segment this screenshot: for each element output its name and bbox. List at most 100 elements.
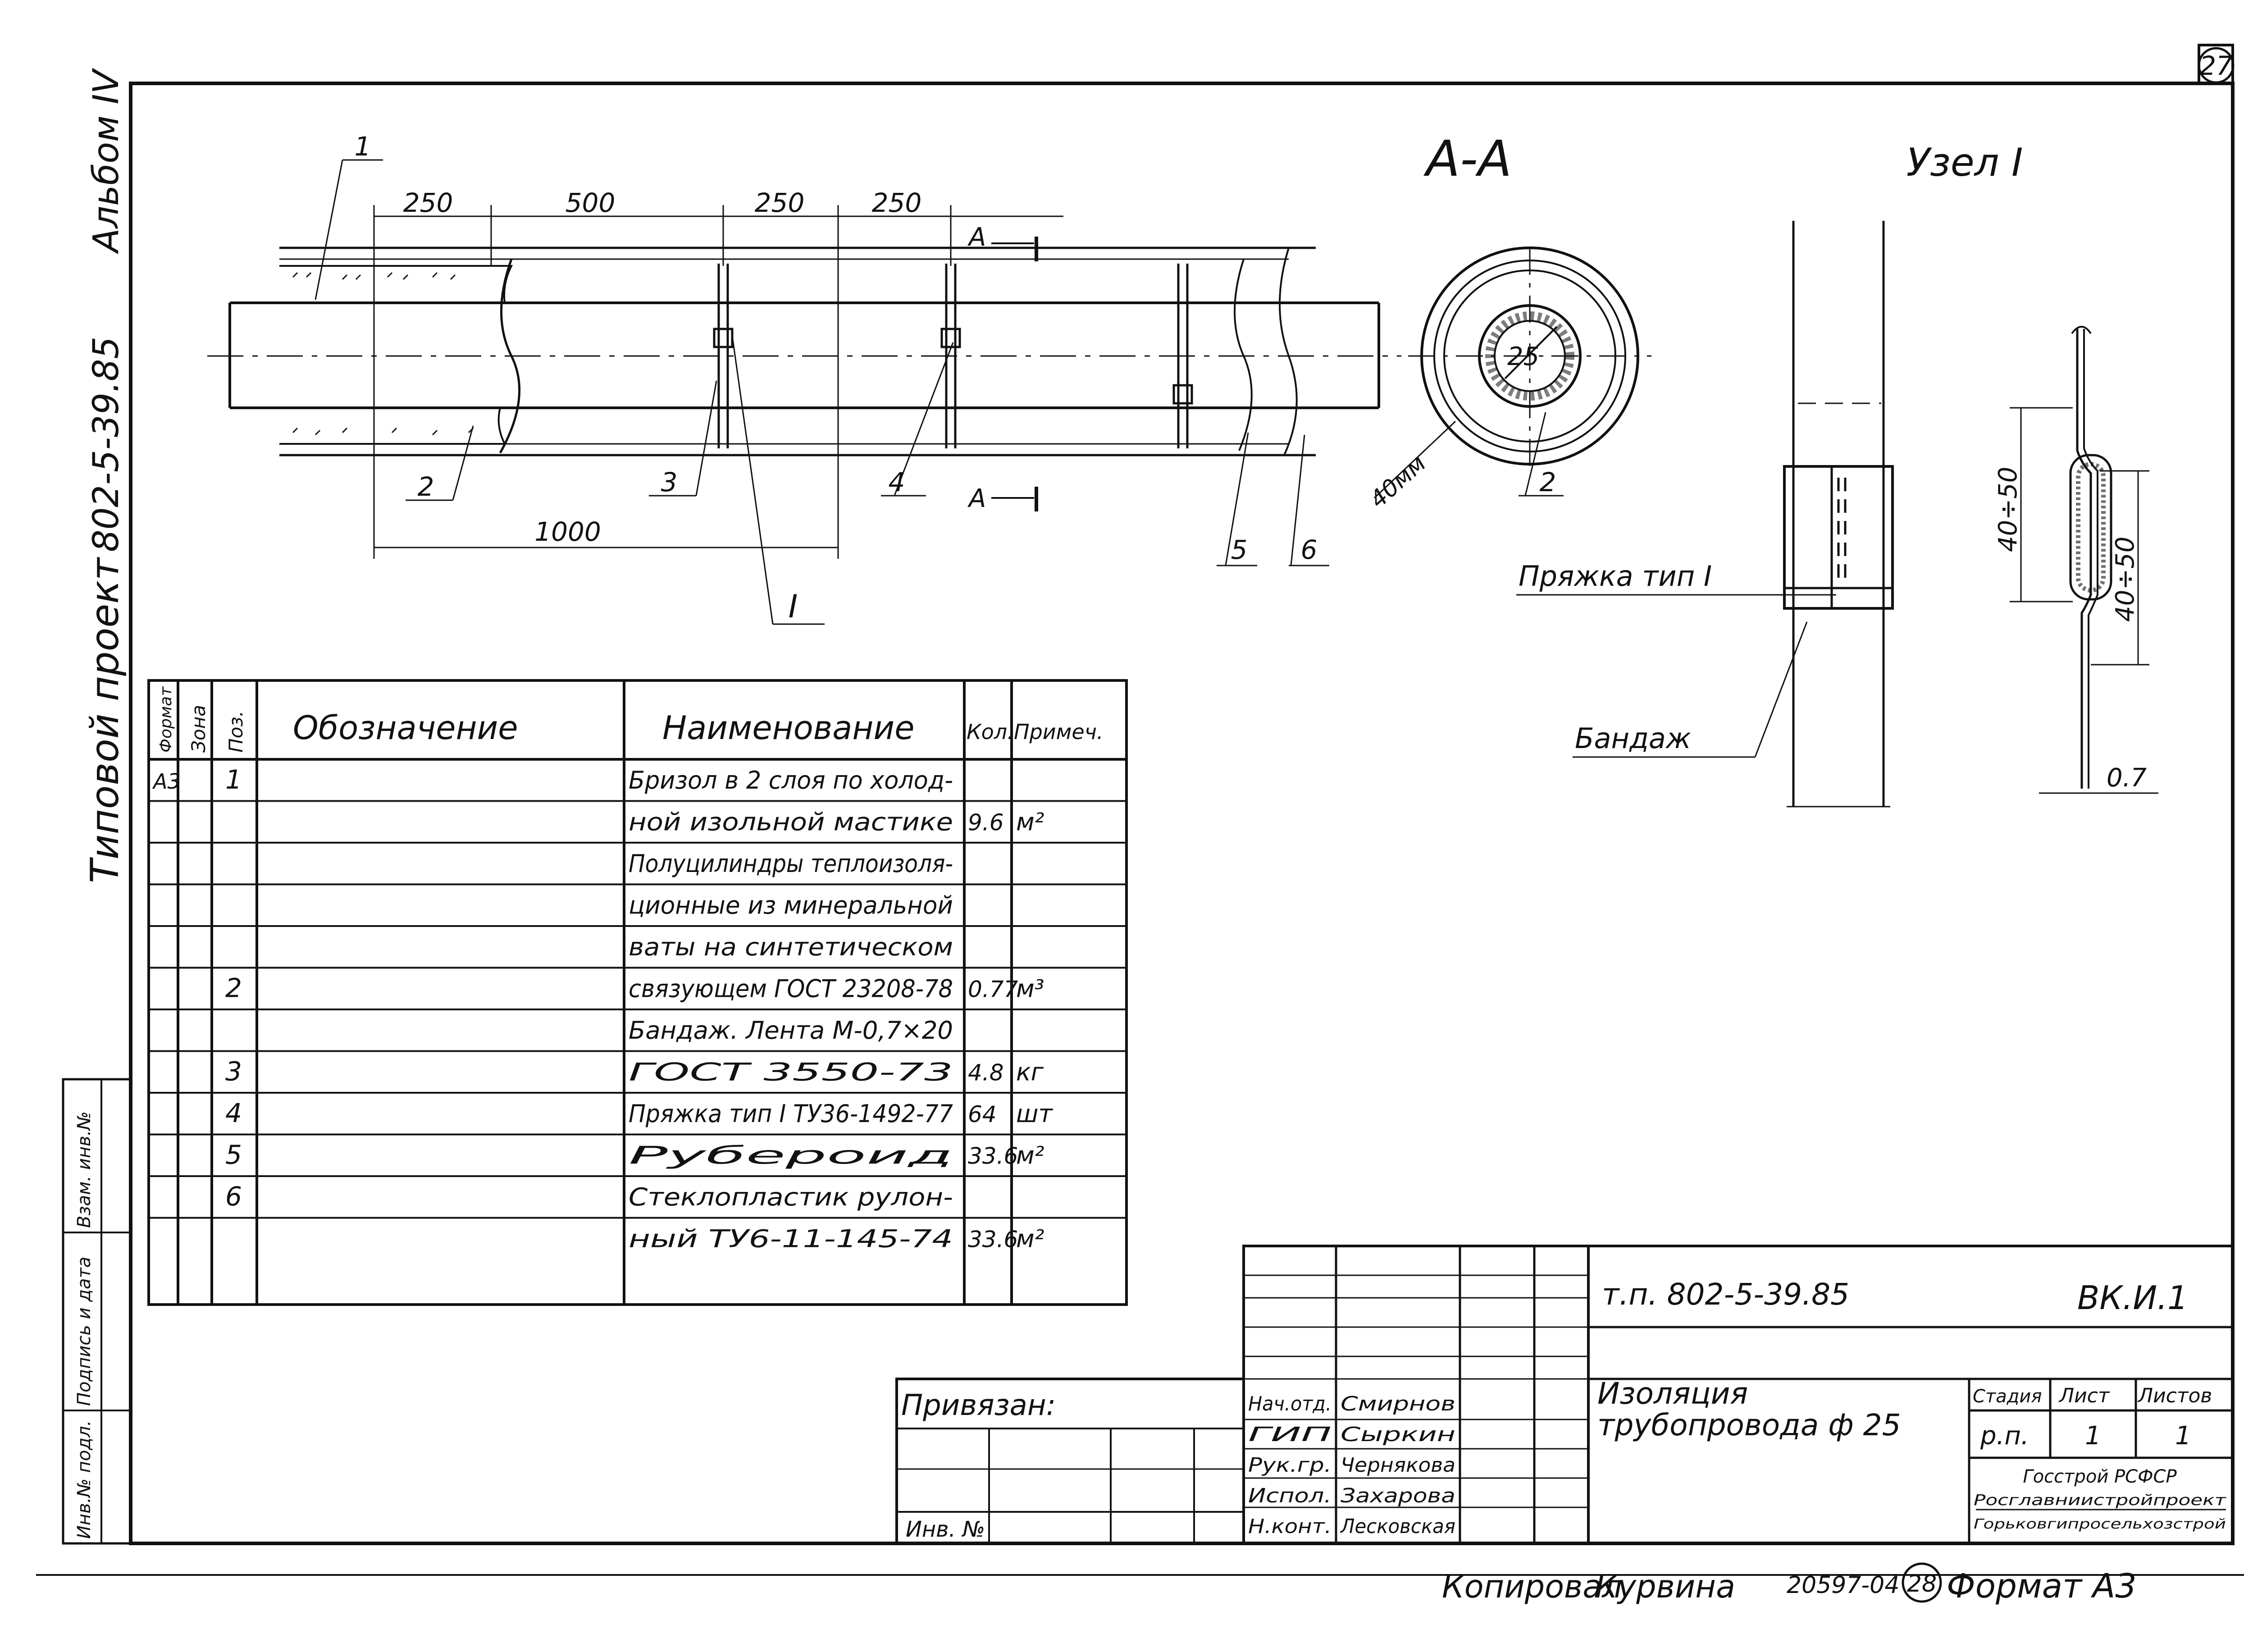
- spec-cell-name: связующем ГОСТ 23208-78: [629, 974, 953, 1003]
- dim-top-2: 500: [566, 187, 616, 218]
- project-type: Типовой проект: [82, 557, 128, 883]
- spec-cell-name: ГОСТ 3550-73: [629, 1058, 953, 1086]
- node-callout: I: [731, 335, 825, 625]
- band-label: Бандаж: [1575, 722, 1691, 755]
- footer-format: Формат А3: [1947, 1567, 2136, 1606]
- footer-circle-number: 28: [1907, 1570, 1937, 1597]
- pos-1: 1: [355, 131, 371, 162]
- spec-cell-name: ваты на синтетическом: [629, 933, 953, 961]
- spec-head-qty: Кол.: [967, 720, 1014, 744]
- side-stamp-replace: Взам. инв.№: [74, 1111, 95, 1228]
- section-aa-thickness: 40мм: [1365, 450, 1432, 513]
- node-title: Узел I: [1906, 140, 2023, 185]
- spec-cell-fmt: А3: [152, 769, 181, 794]
- pipe-elevation: 250 500 250 250 1000 А А 1 2: [207, 131, 1401, 625]
- title-block-row-lines: [1244, 1274, 1588, 1544]
- section-mark-bottom-text: А: [967, 484, 986, 513]
- dim-top-1: 250: [403, 187, 453, 218]
- spec-row: ной изольной мастике 9.6 м²: [629, 808, 1044, 836]
- dimension-bottom: 1000: [374, 516, 838, 548]
- pos-4: 4: [889, 467, 905, 497]
- position-leaders: 1 2 3 4 5 6: [315, 131, 1329, 566]
- spec-cell-pos: 5: [225, 1139, 242, 1170]
- footer-copier: Курвина: [1595, 1568, 1735, 1605]
- node-dim-a: 40÷50: [1993, 467, 2023, 552]
- footer-copied: Копировал: [1442, 1568, 1622, 1605]
- spec-row-lines: [149, 800, 1126, 1219]
- node-thickness: 0.7: [2107, 763, 2147, 793]
- spec-cell-pos: 1: [225, 764, 242, 795]
- node-dim-b: 40÷50: [2111, 537, 2140, 622]
- stage-head: Стадия: [1973, 1386, 2042, 1407]
- spec-cell-note: м²: [1016, 808, 1044, 836]
- person-role: Н.конт.: [1248, 1515, 1332, 1538]
- dim-top-4: 250: [872, 187, 922, 218]
- spec-cell-qty: 33.6: [968, 1226, 1018, 1252]
- spec-cell-note: м²: [1016, 1141, 1044, 1169]
- sheets-value: 1: [2175, 1421, 2191, 1451]
- node-callout-text: I: [789, 588, 798, 625]
- dim-bottom: 1000: [534, 516, 601, 547]
- project-code: 802-5-39.85: [86, 337, 127, 552]
- spec-cell-note: кг: [1016, 1058, 1044, 1086]
- title-line-2: трубопровода ф 25: [1597, 1408, 1901, 1442]
- section-mark-top-text: А: [967, 223, 986, 252]
- album-label: Альбом IV: [86, 68, 127, 255]
- spec-cell-name: Пряжка тип I ТУ36-1492-77: [629, 1100, 953, 1128]
- title-code: т.п. 802-5-39.85: [1602, 1277, 1849, 1312]
- spec-head-zone: Зона: [187, 705, 210, 753]
- spec-row: 4 Пряжка тип I ТУ36-1492-77 64 шт: [225, 1098, 1053, 1128]
- sheet-head: Лист: [2058, 1384, 2110, 1407]
- sheets-head: Листов: [2137, 1384, 2212, 1407]
- section-mark-bottom: А: [967, 484, 1038, 513]
- spec-cell-note: м³: [1016, 974, 1044, 1003]
- spec-cell-note: м²: [1016, 1224, 1044, 1253]
- section-mark-top: А: [967, 223, 1038, 261]
- stage-value: р.п.: [1980, 1421, 2029, 1451]
- person-name: Захарова: [1341, 1484, 1455, 1507]
- person-role: Нач.отд.: [1248, 1392, 1332, 1415]
- pos-5: 5: [1231, 534, 1248, 565]
- side-stamp-sign: Подпись и дата: [74, 1257, 95, 1406]
- dim-top-3: 250: [755, 187, 805, 218]
- spec-cell-name: ной изольной мастике: [629, 808, 953, 836]
- person-name: Чернякова: [1341, 1454, 1455, 1477]
- buckle-label: Пряжка тип I: [1519, 560, 1712, 593]
- pos-3: 3: [661, 467, 678, 497]
- spec-cell-name: Стеклопластик рулон-: [629, 1183, 953, 1211]
- spec-row: 6 Стеклопластик рулон-: [225, 1181, 953, 1212]
- section-aa: А-А 25 40мм 2: [1365, 130, 1651, 514]
- side-stamp-inv: Инв.№ подл.: [74, 1420, 95, 1539]
- node-i: Узел I Пряжка тип I Бандаж 40÷50 40÷50: [1516, 140, 2158, 808]
- spec-cell-pos: 2: [225, 972, 242, 1003]
- sheet-number: 27: [2198, 44, 2235, 85]
- footer-doc-number: 20597-04: [1787, 1572, 1899, 1599]
- org-1: Госстрой РСФСР: [2023, 1466, 2177, 1487]
- spec-cell-qty: 0.77: [968, 976, 1018, 1002]
- spec-head-note: Примеч.: [1014, 720, 1104, 744]
- person-name: Смирнов: [1341, 1392, 1455, 1415]
- person-role: Испол.: [1248, 1484, 1332, 1507]
- sheet-value: 1: [2085, 1421, 2101, 1451]
- spec-cell-qty: 64: [968, 1101, 997, 1127]
- title-line-1: Изоляция: [1597, 1376, 1748, 1411]
- left-margin-inscriptions: Альбом IV 802-5-39.85 Типовой проект: [82, 68, 128, 883]
- spec-cell-pos: 3: [225, 1056, 242, 1086]
- spec-head-designation: Обозначение: [293, 709, 518, 747]
- spec-head-format: Формат: [157, 686, 175, 753]
- spec-table: Формат Зона Поз. Обозначение Наименовани…: [147, 679, 1128, 1306]
- sheet-frame: [36, 82, 2244, 1576]
- person-role: ГИП: [1248, 1423, 1332, 1446]
- spec-cell-pos: 4: [225, 1098, 242, 1128]
- privyazan-label: Привязан:: [901, 1389, 1056, 1422]
- spec-cell-pos: 6: [225, 1181, 242, 1212]
- spec-cell-note: шт: [1016, 1100, 1053, 1128]
- spec-row: ваты на синтетическом: [629, 933, 953, 961]
- spec-cell-qty: 9.6: [968, 809, 1004, 835]
- spec-cell-name: Полуцилиндры теплоизоля-: [629, 849, 953, 878]
- title-sheet-mark: ВК.И.1: [2077, 1279, 2188, 1317]
